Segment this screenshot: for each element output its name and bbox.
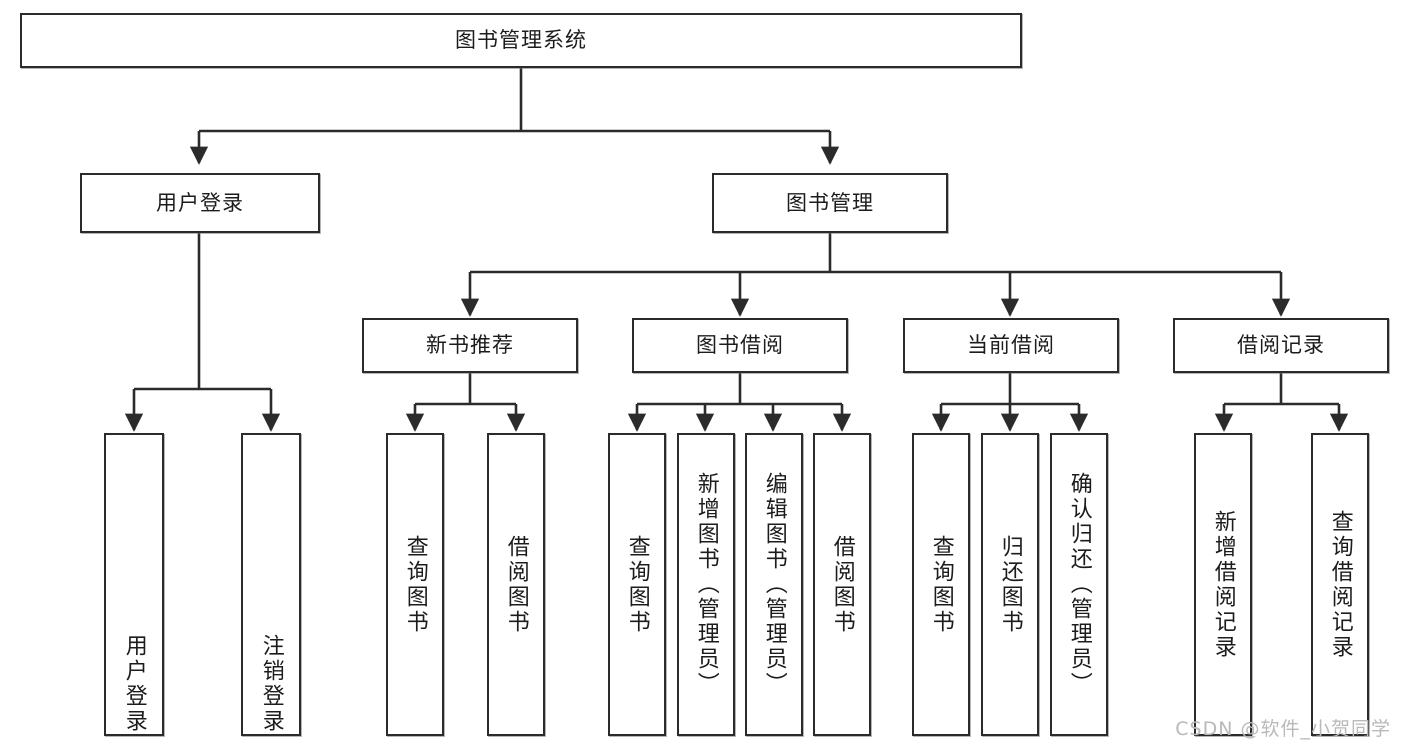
leaf-add-borrow-record[interactable]: 新增借阅记录: [1194, 433, 1252, 736]
node-label: 新书推荐: [426, 333, 514, 358]
node-label: 归还图书: [997, 534, 1023, 635]
node-label: 确认归还（管理员）: [1066, 472, 1092, 697]
node-label: 图书管理系统: [455, 28, 587, 53]
node-label: 图书管理: [786, 190, 874, 215]
leaf-query-book-borrow[interactable]: 查询图书: [608, 433, 666, 736]
node-root-book-management-system[interactable]: 图书管理系统: [20, 13, 1022, 68]
node-label: 用户登录: [156, 190, 244, 215]
node-label: 用户登录: [121, 634, 147, 734]
leaf-return-book[interactable]: 归还图书: [981, 433, 1039, 736]
node-label: 注销登录: [258, 634, 284, 734]
node-label: 查询图书: [402, 534, 428, 635]
node-label: 查询图书: [928, 534, 954, 635]
node-borrow-record[interactable]: 借阅记录: [1173, 318, 1389, 373]
node-book-borrow[interactable]: 图书借阅: [632, 318, 848, 373]
node-label: 查询图书: [624, 534, 650, 635]
node-user-login[interactable]: 用户登录: [80, 173, 320, 233]
node-label: 新增借阅记录: [1210, 509, 1236, 660]
node-label: 借阅图书: [829, 534, 855, 635]
leaf-query-book-recommend[interactable]: 查询图书: [386, 433, 444, 736]
node-label: 借阅图书: [503, 534, 529, 635]
leaf-user-login[interactable]: 用户登录: [104, 433, 164, 736]
leaf-edit-book-admin[interactable]: 编辑图书（管理员）: [745, 433, 803, 736]
leaf-logout[interactable]: 注销登录: [241, 433, 301, 736]
leaf-borrow-book[interactable]: 借阅图书: [813, 433, 871, 736]
leaf-query-book-current[interactable]: 查询图书: [912, 433, 970, 736]
leaf-confirm-return-admin[interactable]: 确认归还（管理员）: [1050, 433, 1108, 736]
node-label: 编辑图书（管理员）: [761, 472, 787, 697]
node-label: 借阅记录: [1237, 333, 1325, 358]
node-label: 查询借阅记录: [1327, 509, 1353, 660]
node-label: 当前借阅: [967, 333, 1055, 358]
node-new-book-recommend[interactable]: 新书推荐: [362, 318, 578, 373]
watermark: CSDN @软件_小贺同学: [1175, 718, 1391, 740]
leaf-query-borrow-record[interactable]: 查询借阅记录: [1311, 433, 1369, 736]
node-label: 新增图书（管理员）: [693, 472, 719, 697]
node-current-borrow[interactable]: 当前借阅: [903, 318, 1119, 373]
node-book-management[interactable]: 图书管理: [712, 173, 948, 233]
node-label: 图书借阅: [696, 333, 784, 358]
leaf-add-book-admin[interactable]: 新增图书（管理员）: [677, 433, 735, 736]
leaf-borrow-book-recommend[interactable]: 借阅图书: [487, 433, 545, 736]
